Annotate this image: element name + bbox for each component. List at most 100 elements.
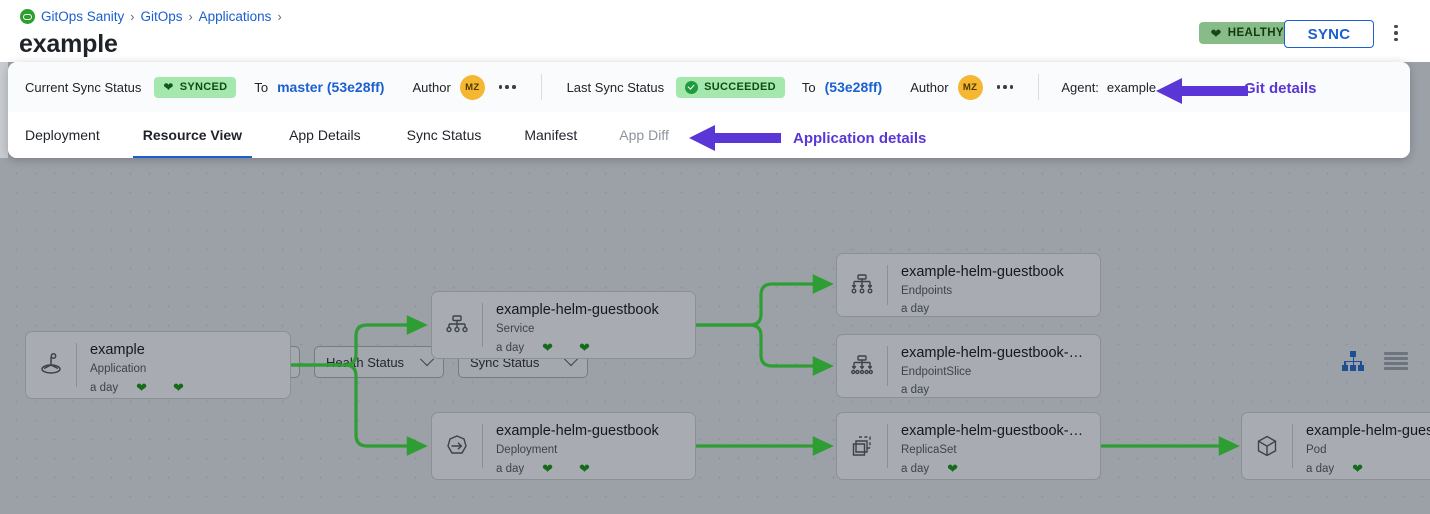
left-arrow-icon <box>1156 78 1248 104</box>
breadcrumb: GitOps Sanity › GitOps › Applications › <box>20 9 282 24</box>
annotation-git-details: Git details <box>1244 80 1317 97</box>
tab-sync-status[interactable]: Sync Status <box>406 127 482 143</box>
current-revision-link[interactable]: master (53e28ff) <box>277 79 385 95</box>
sync-heart-icon: ❤ <box>579 340 590 356</box>
agent-value: example <box>1106 79 1157 95</box>
page-header: GitOps Sanity › GitOps › Applications › … <box>0 0 1430 62</box>
current-sync-status-label: Current Sync Status <box>25 79 142 95</box>
node-body: example-helm-guestbook-ct... EndpointSli… <box>888 335 1100 397</box>
graph-node-endpointslice[interactable]: example-helm-guestbook-ct... EndpointSli… <box>836 334 1101 398</box>
tab-resource-view[interactable]: Resource View <box>132 112 253 158</box>
tab-app-details[interactable]: App Details <box>289 127 361 143</box>
node-divider <box>1292 424 1293 468</box>
avatar[interactable]: MZ <box>957 74 983 100</box>
tab-deployment[interactable]: Deployment <box>25 127 100 143</box>
node-name: example-helm-guestbook-74... <box>901 423 1090 439</box>
avatar[interactable]: MZ <box>459 74 485 100</box>
status-badge-succeeded: SUCCEEDED <box>676 76 785 98</box>
node-kind: Pod <box>1306 444 1327 457</box>
node-age: a day <box>496 462 525 475</box>
service-icon <box>432 292 482 358</box>
breadcrumb-item-1[interactable]: GitOps <box>140 9 183 24</box>
application-icon <box>26 332 76 398</box>
health-heart-icon: ❤ <box>1352 461 1364 477</box>
divider <box>1038 74 1040 100</box>
node-age: a day <box>90 381 119 394</box>
last-sync-status-label: Last Sync Status <box>566 79 665 95</box>
node-name: example-helm-guestbook <box>496 302 659 318</box>
node-name: example-helm-guestbook <box>901 264 1064 280</box>
kebab-menu-icon[interactable] <box>1388 22 1404 44</box>
last-to-label: To <box>801 79 816 95</box>
check-circle-icon <box>685 80 699 94</box>
tab-app-diff: App Diff <box>619 127 669 143</box>
graph-node-application[interactable]: example Application a day ❤ ❤ <box>25 331 291 399</box>
health-heart-icon: ❤ <box>542 340 554 356</box>
page-title: example <box>19 30 118 58</box>
graph-node-endpoints[interactable]: example-helm-guestbook Endpoints a day <box>836 253 1101 317</box>
agent-label: Agent: <box>1061 79 1099 95</box>
page-left-edge <box>0 62 8 158</box>
health-heart-icon: ❤ <box>136 380 148 396</box>
graph-node-service[interactable]: example-helm-guestbook Service a day ❤ ❤ <box>431 291 696 359</box>
health-heart-icon: ❤ <box>542 461 554 477</box>
application-details-modal: Current Sync Status ❤ SYNCED To master (… <box>8 62 1410 158</box>
graph-node-deployment[interactable]: example-helm-guestbook Deployment a day … <box>431 412 696 480</box>
status-badge-healthy: ❤ HEALTHY <box>1199 22 1295 44</box>
sync-heart-icon: ❤ <box>173 380 184 396</box>
node-kind: Service <box>496 323 535 336</box>
node-divider <box>887 346 888 386</box>
current-author-label: Author <box>412 79 451 95</box>
node-meta: a day <box>901 384 1090 396</box>
gitops-logo-icon <box>20 9 35 24</box>
node-body: example-helm-guestbook Deployment a day … <box>483 413 695 479</box>
node-divider <box>887 265 888 305</box>
node-body: example-helm-guestbook Endpoints a day <box>888 254 1100 316</box>
sync-button[interactable]: SYNC <box>1284 20 1374 48</box>
replicaset-icon <box>837 413 887 479</box>
node-name: example <box>90 342 145 358</box>
node-age: a day <box>496 341 525 354</box>
filter-toolbar: Name Kind Health Status Sync Status <box>0 168 1430 378</box>
node-meta: a day ❤ <box>1306 462 1430 475</box>
list-view-icon[interactable] <box>1384 352 1408 370</box>
ellipsis-icon[interactable] <box>498 85 516 89</box>
node-body: example Application a day ❤ ❤ <box>77 332 290 398</box>
left-arrow-icon <box>689 125 781 151</box>
node-body: example-helm-guest Pod a day ❤ <box>1293 413 1430 479</box>
node-meta: a day <box>901 303 1090 315</box>
deployment-icon <box>432 413 482 479</box>
breadcrumb-separator: › <box>188 9 193 24</box>
node-divider <box>482 424 483 468</box>
divider <box>540 74 542 100</box>
tab-bar: Deployment Resource View App Details Syn… <box>8 112 1410 158</box>
ellipsis-icon[interactable] <box>996 85 1014 89</box>
filter-health-status-label: Health Status <box>326 354 405 370</box>
node-name: example-helm-guestbook-ct... <box>901 345 1090 361</box>
node-kind: Application <box>90 363 147 376</box>
node-body: example-helm-guestbook Service a day ❤ ❤ <box>483 292 695 358</box>
node-meta: a day ❤ ❤ <box>496 462 685 475</box>
last-author-label: Author <box>910 79 949 95</box>
node-kind: ReplicaSet <box>901 444 957 457</box>
filter-health-status[interactable]: Health Status <box>314 346 444 378</box>
last-revision-link[interactable]: (53e28ff) <box>824 79 883 95</box>
annotation-application-details: Application details <box>793 130 927 147</box>
breadcrumb-item-0[interactable]: GitOps Sanity <box>41 9 125 24</box>
tab-manifest[interactable]: Manifest <box>524 127 578 143</box>
heart-icon: ❤ <box>1210 25 1222 41</box>
node-divider <box>76 343 77 387</box>
breadcrumb-item-2[interactable]: Applications <box>198 9 272 24</box>
node-age: a day <box>1306 462 1335 475</box>
graph-node-pod[interactable]: example-helm-guest Pod a day ❤ <box>1241 412 1430 480</box>
node-name: example-helm-guestbook <box>496 423 659 439</box>
endpointslice-icon <box>837 335 887 397</box>
breadcrumb-separator: › <box>277 9 282 24</box>
node-meta: a day ❤ ❤ <box>496 341 685 354</box>
node-divider <box>482 303 483 347</box>
node-divider <box>887 424 888 468</box>
view-toggle-group <box>1342 351 1408 371</box>
succeeded-label: SUCCEEDED <box>704 81 776 93</box>
graph-node-replicaset[interactable]: example-helm-guestbook-74... ReplicaSet … <box>836 412 1101 480</box>
tree-view-icon[interactable] <box>1342 351 1364 371</box>
